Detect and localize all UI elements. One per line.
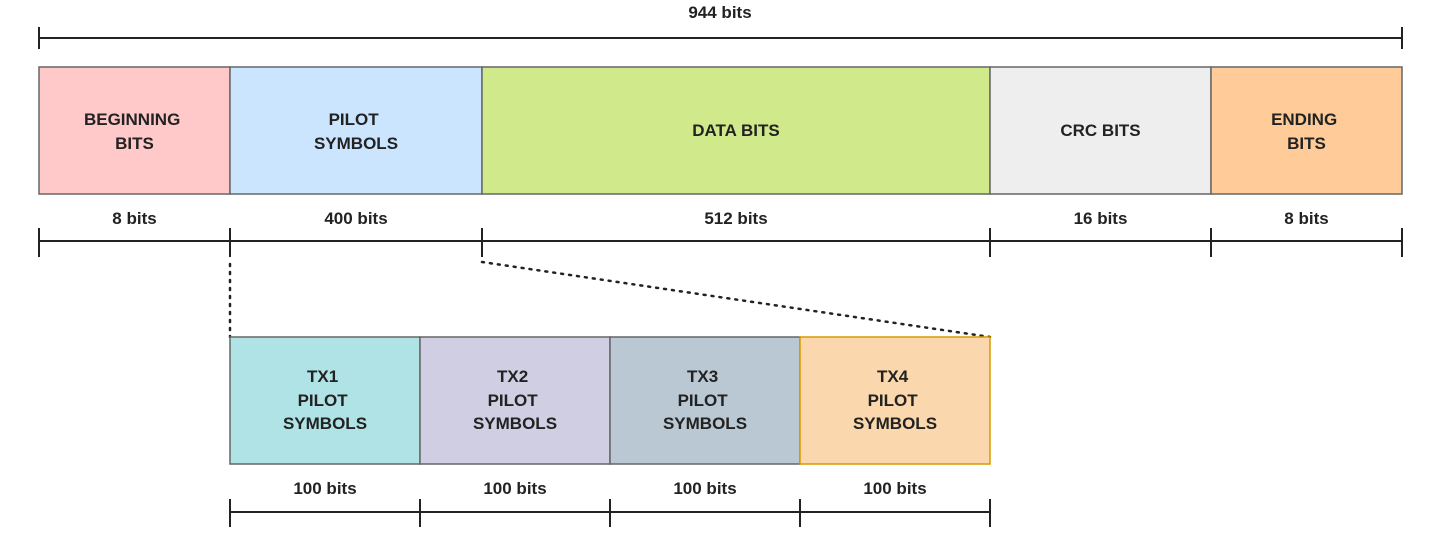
segment-tx1-line-3: SYMBOLS	[283, 414, 367, 433]
total-dimension-line	[38, 27, 1403, 49]
segment-tx1-line-1: TX1	[307, 367, 338, 386]
segment-pilot-symbols: PILOT SYMBOLS	[229, 66, 483, 195]
segment-tx2-line-2: PILOT	[488, 391, 539, 410]
segment-pilot-box	[229, 66, 483, 195]
svg-text:ENDING BITS: ENDING BITS	[1271, 110, 1342, 153]
zoom-connector-lines	[228, 260, 992, 339]
size-label-pilot: 400 bits	[324, 209, 387, 228]
segment-beginning-line-1: BEGINNING	[84, 110, 180, 129]
segment-ending-line-1: ENDING	[1271, 110, 1337, 129]
segment-pilot-line-2: SYMBOLS	[314, 134, 398, 153]
segment-tx3-line-3: SYMBOLS	[663, 414, 747, 433]
pilot-breakdown-segments: TX1 PILOT SYMBOLS TX2 PILOT SYMBOLS TX3 …	[229, 336, 991, 465]
size-label-ending: 8 bits	[1284, 209, 1328, 228]
segment-data-box	[481, 66, 991, 195]
svg-text:TX3 PILOT SYMB: TX3 PILOT SYMBOLS	[663, 367, 747, 433]
segment-beginning-box	[38, 66, 231, 195]
svg-text:BEGINNING BITS: BEGINNING BITS	[84, 110, 185, 153]
segment-tx1-pilot: TX1 PILOT SYMBOLS	[229, 336, 421, 465]
segment-tx3-line-1: TX3	[687, 367, 718, 386]
segment-data-bits: DATA BITS	[481, 66, 991, 195]
segment-tx4-line-3: SYMBOLS	[853, 414, 937, 433]
svg-text:TX1 PILOT SYMB: TX1 PILOT SYMBOLS	[283, 367, 367, 433]
segment-crc-line-1: CRC BITS	[1060, 121, 1140, 140]
segment-tx4-line-2: PILOT	[868, 391, 919, 410]
svg-text:DATA BITS: DATA BITS	[692, 121, 780, 140]
svg-text:TX2 PILOT SYMB: TX2 PILOT SYMBOLS	[473, 367, 557, 433]
segment-data-line-1: DATA BITS	[692, 121, 780, 140]
segment-tx1-box	[229, 336, 421, 465]
segment-beginning-bits: BEGINNING BITS	[38, 66, 231, 195]
segment-tx2-line-3: SYMBOLS	[473, 414, 557, 433]
frame-segments: BEGINNING BITS PILOT SYMBOLS DATA BITS C…	[38, 66, 1403, 195]
segment-beginning-line-2: BITS	[115, 134, 154, 153]
pilot-dimension-line	[229, 499, 991, 527]
segment-crc-bits: CRC BITS	[989, 66, 1212, 195]
frame-dimension-line	[38, 228, 1403, 257]
segment-tx3-line-2: PILOT	[678, 391, 729, 410]
segment-ending-box	[1210, 66, 1403, 195]
svg-text:TX4 PILOT SYMB: TX4 PILOT SYMBOLS	[853, 367, 937, 433]
pilot-size-labels: 100 bits 100 bits 100 bits 100 bits	[293, 479, 926, 498]
total-size-label: 944 bits	[688, 3, 751, 22]
segment-tx4-pilot: TX4 PILOT SYMBOLS	[799, 336, 991, 465]
size-label-tx2: 100 bits	[483, 479, 546, 498]
size-label-crc: 16 bits	[1074, 209, 1128, 228]
segment-ending-bits: ENDING BITS	[1210, 66, 1403, 195]
segment-tx3-pilot: TX3 PILOT SYMBOLS	[609, 336, 801, 465]
segment-tx1-line-2: PILOT	[298, 391, 349, 410]
size-label-beginning: 8 bits	[112, 209, 156, 228]
segment-tx4-line-1: TX4	[877, 367, 909, 386]
segment-pilot-line-1: PILOT	[329, 110, 380, 129]
size-label-tx4: 100 bits	[863, 479, 926, 498]
size-label-tx1: 100 bits	[293, 479, 356, 498]
segment-tx2-pilot: TX2 PILOT SYMBOLS	[419, 336, 611, 465]
frame-size-labels: 8 bits 400 bits 512 bits 16 bits 8 bits	[112, 209, 1328, 228]
segment-tx4-box	[799, 336, 991, 465]
segment-tx2-line-1: TX2	[497, 367, 528, 386]
segment-tx2-box	[419, 336, 611, 465]
svg-text:PILOT SYMBOLS: PILOT SYMBOLS	[314, 110, 398, 153]
size-label-tx3: 100 bits	[673, 479, 736, 498]
svg-text:CRC BITS: CRC BITS	[1060, 121, 1140, 140]
segment-tx3-box	[609, 336, 801, 465]
segment-ending-line-2: BITS	[1287, 134, 1326, 153]
size-label-data: 512 bits	[704, 209, 767, 228]
